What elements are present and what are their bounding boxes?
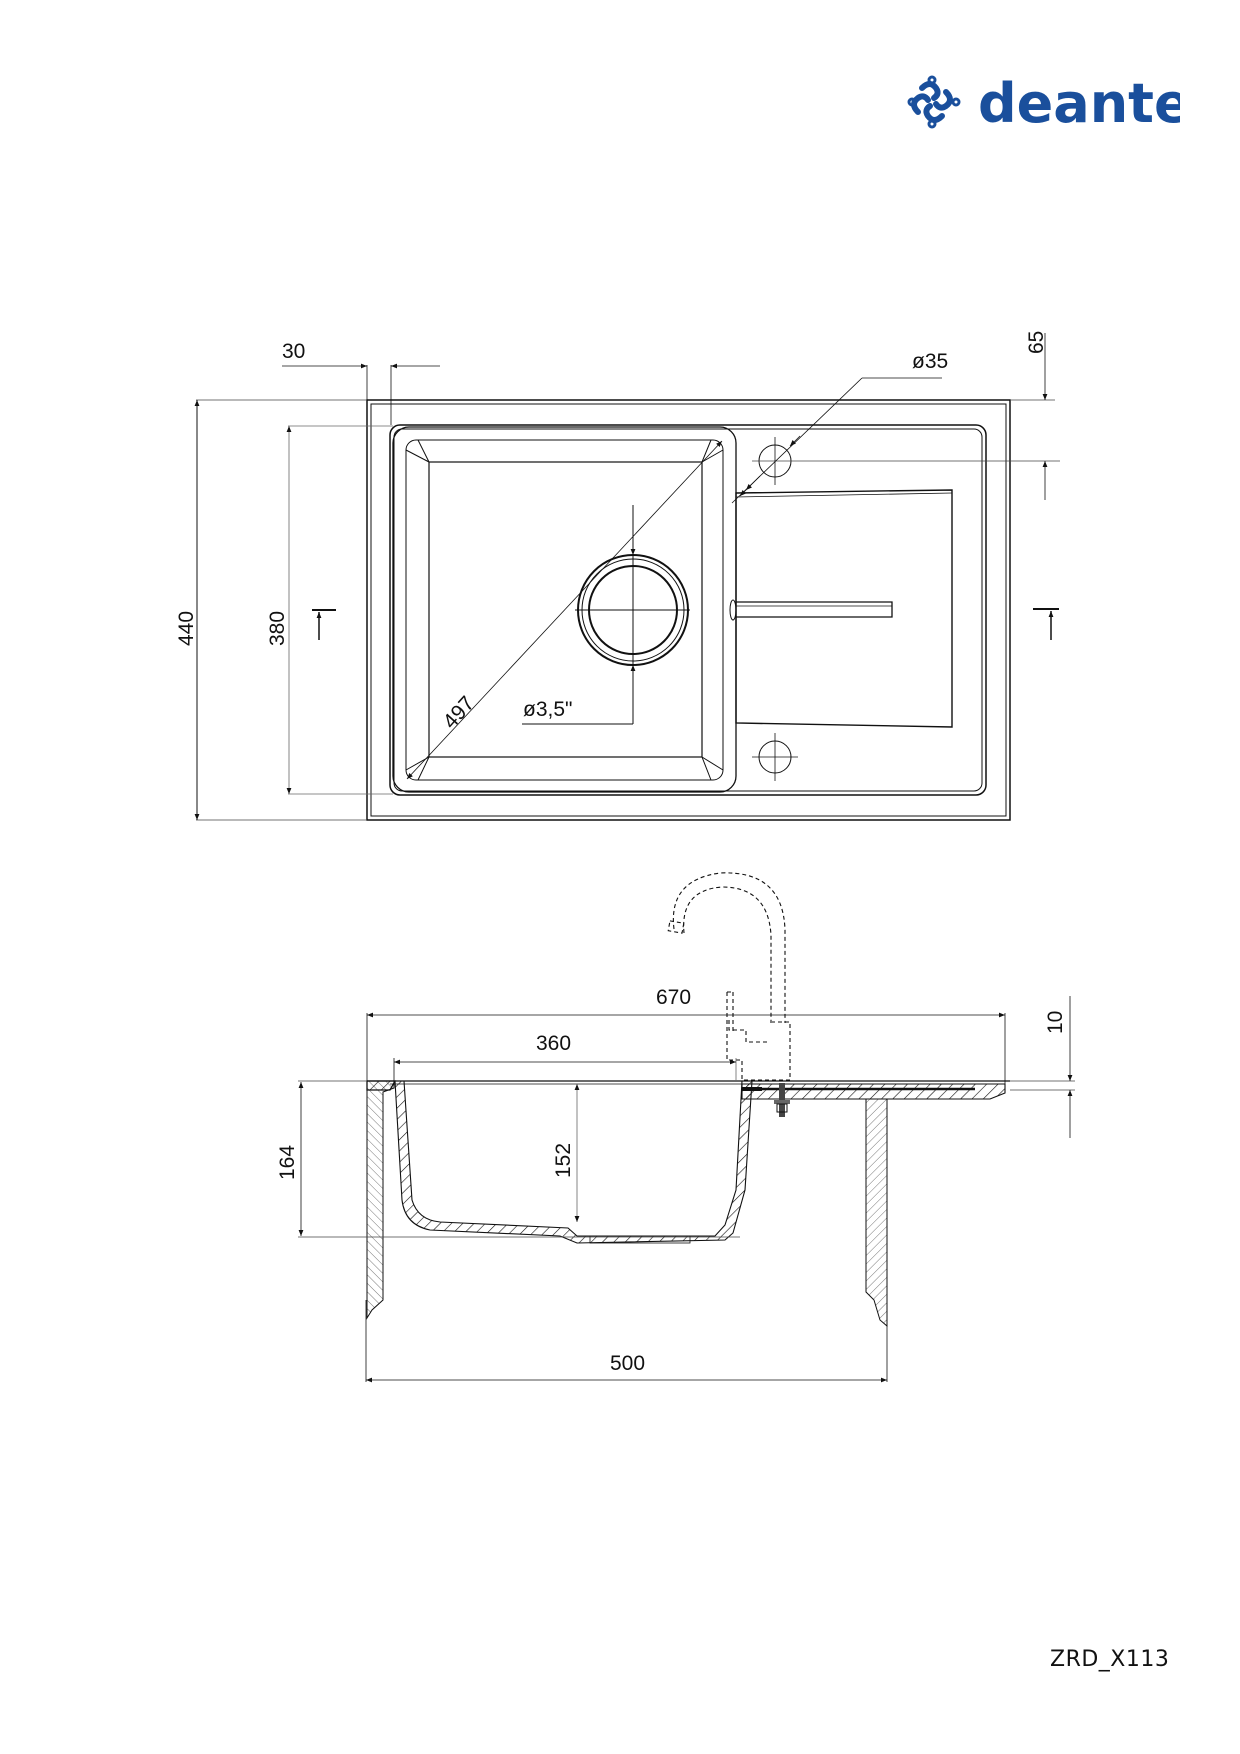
dim-bowl-width: 360 (536, 1032, 571, 1055)
dim-tap-hole-offset: 65 (1025, 331, 1048, 354)
dim-bowl-height: 164 (276, 1145, 299, 1180)
dim-bowl-inner-depth: 152 (552, 1143, 575, 1178)
dim-drain-diameter: ø3,5" (523, 698, 572, 721)
dim-bowl-diagonal: 497 (439, 692, 480, 733)
dim-rim-thickness: 10 (1044, 1011, 1067, 1034)
dim-overall-depth: 440 (175, 611, 198, 646)
deante-emblem-icon: deante (907, 72, 1191, 135)
faucet-outline (667, 872, 791, 1081)
brand-logo: deante (900, 66, 1191, 146)
top-view (194, 333, 1060, 821)
dim-overall-width: 670 (656, 986, 691, 1009)
side-view (298, 872, 1075, 1383)
product-code: ZRD_X113 (1050, 1647, 1170, 1672)
dim-tap-hole-diameter: ø35 (912, 350, 948, 373)
dim-cabinet-width: 500 (610, 1352, 645, 1375)
dim-rim-offset: 30 (282, 340, 305, 363)
dim-bowl-depth: 380 (266, 611, 289, 646)
brand-name: deante (978, 72, 1180, 135)
